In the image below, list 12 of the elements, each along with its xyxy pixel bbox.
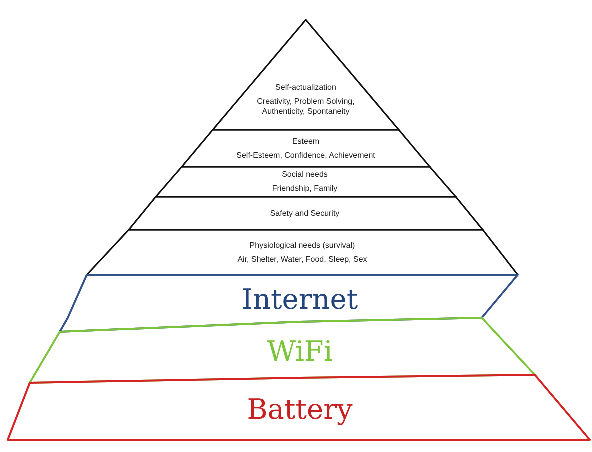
level-title: Physiological needs (survival) (250, 240, 356, 250)
level-description: Friendship, Family (272, 184, 338, 194)
level-label: WiFi (267, 336, 333, 368)
level-label: Internet (242, 284, 358, 316)
level-title: Self-actualization (276, 83, 336, 93)
level-description: Self-Esteem, Confidence, Achievement (236, 150, 376, 160)
level-title: Esteem (292, 136, 320, 146)
level-description: Creativity, Problem Solving, Authenticity, Spontaneity (256, 97, 356, 117)
level-label: Battery (247, 394, 353, 426)
level-description: Air, Shelter, Water, Food, Sleep, Sex (238, 254, 368, 264)
level-title: Safety and Security (270, 208, 340, 218)
level-title: Social needs (282, 170, 328, 180)
